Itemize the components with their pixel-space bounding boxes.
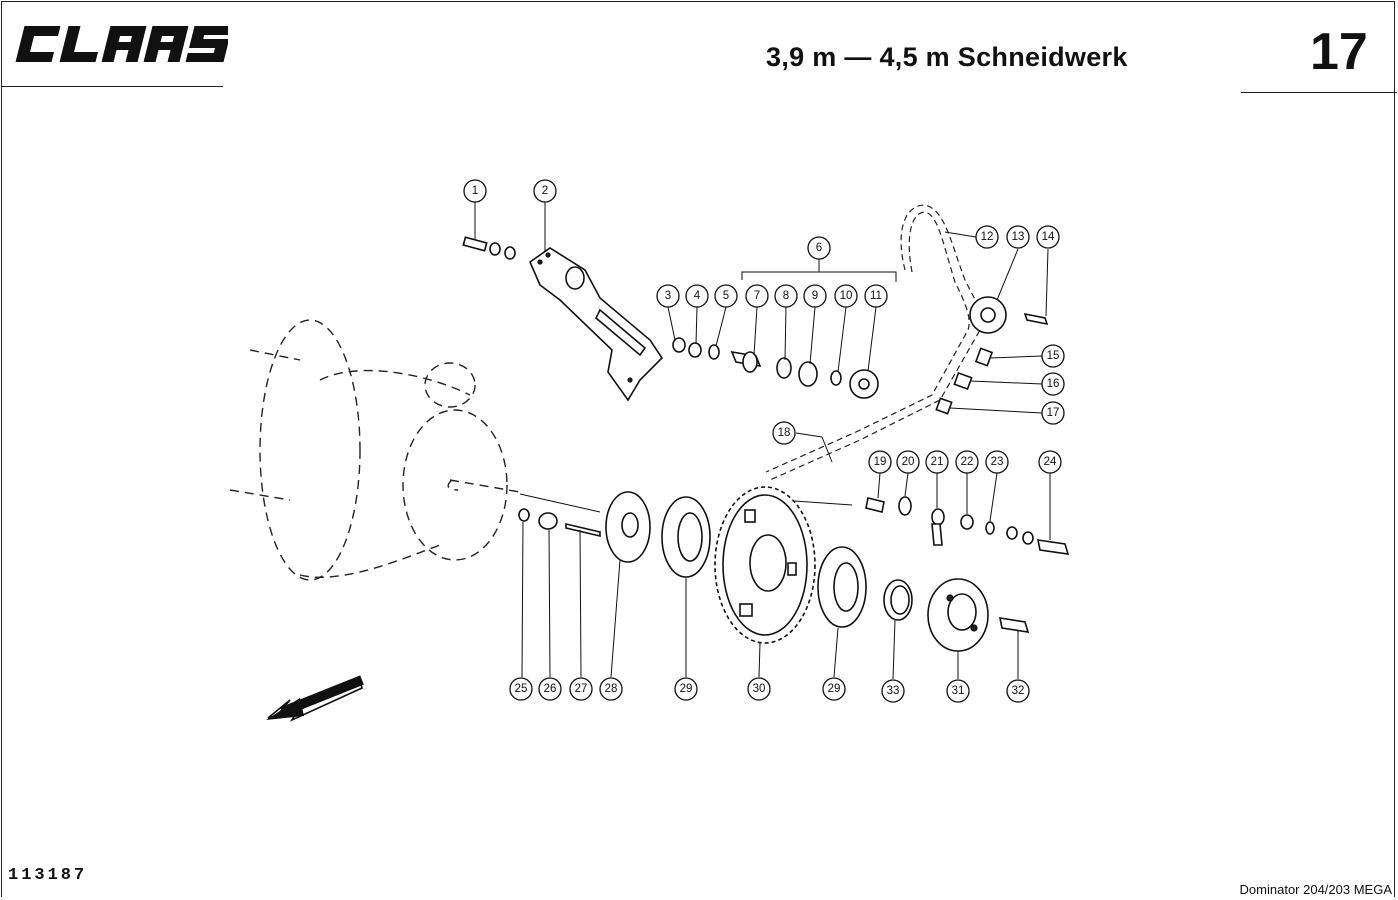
leader-lines: [474, 202, 1051, 680]
callout-label: 4: [694, 290, 701, 302]
callout-label: 25: [515, 683, 528, 695]
callout-label: 16: [1047, 378, 1060, 390]
callout-7: 7: [745, 284, 769, 308]
callout-19: 19: [868, 450, 892, 474]
callout-label: 21: [931, 456, 944, 468]
header-rule-left: [1, 86, 223, 87]
callout-33: 33: [881, 679, 905, 703]
callout-label: 10: [840, 290, 853, 302]
claas-logo: [15, 26, 228, 62]
callout-label: 19: [874, 456, 887, 468]
callout-24: 24: [1038, 450, 1062, 474]
callout-label: 24: [1044, 456, 1057, 468]
callout-5: 5: [714, 284, 738, 308]
callout-label: 13: [1012, 231, 1025, 243]
callout-label: 29: [828, 683, 841, 695]
callout-18: 18: [772, 421, 796, 445]
callout-1: 1: [463, 179, 487, 203]
callout-11: 11: [864, 284, 888, 308]
callout-label: 1: [472, 185, 478, 197]
callout-label: 12: [981, 231, 994, 243]
callout-label: 32: [1012, 685, 1025, 697]
callout-label: 7: [754, 290, 760, 302]
callout-2: 2: [533, 179, 557, 203]
callout-14: 14: [1036, 225, 1060, 249]
callout-23: 23: [985, 450, 1009, 474]
callout-label: 5: [723, 290, 729, 302]
callout-8: 8: [774, 284, 798, 308]
part-sprocket-30: [714, 486, 816, 644]
header-rule-right: [1241, 92, 1397, 93]
callout-label: 20: [902, 456, 915, 468]
callout-label: 30: [753, 683, 766, 695]
group-bracket-6: [741, 271, 897, 282]
callout-label: 26: [544, 683, 557, 695]
callout-13: 13: [1006, 225, 1030, 249]
chain-assembly: [765, 204, 1049, 481]
callout-label: 22: [961, 456, 974, 468]
callout-22: 22: [955, 450, 979, 474]
callout-label: 6: [816, 242, 822, 254]
callout-label: 28: [605, 683, 618, 695]
callout-label: 3: [665, 290, 671, 302]
parts-7-11: [730, 350, 879, 399]
part-friction-disc-29: [661, 496, 711, 578]
callout-12: 12: [975, 225, 999, 249]
callout-25: 25: [509, 677, 533, 701]
callout-30: 30: [747, 677, 771, 701]
callout-29: 29: [674, 677, 698, 701]
callout-26: 26: [538, 677, 562, 701]
callout-label: 23: [991, 456, 1004, 468]
callout-20: 20: [896, 450, 920, 474]
callout-label: 27: [575, 683, 588, 695]
part-ring-33: [883, 579, 913, 621]
callout-28: 28: [599, 677, 623, 701]
direction-arrow-icon: [266, 675, 364, 722]
callout-6: 6: [807, 236, 831, 260]
callout-label: 29: [680, 683, 693, 695]
callout-4: 4: [685, 284, 709, 308]
callout-label: 15: [1047, 350, 1060, 362]
drawing-number: 113187: [8, 866, 88, 885]
callout-label: 11: [870, 290, 882, 302]
callout-15: 15: [1041, 344, 1065, 368]
page-title: 3,9 m — 4,5 m Schneidwerk: [766, 42, 1128, 72]
callout-29b: 29: [822, 677, 846, 701]
callout-label: 17: [1047, 407, 1060, 419]
part-bracket-2: [529, 247, 664, 402]
parts-25-28: [518, 491, 651, 563]
part-hub-31: [927, 578, 989, 652]
callout-label: 8: [783, 290, 789, 302]
callout-label: 2: [542, 185, 548, 197]
callout-9: 9: [803, 284, 827, 308]
callout-21: 21: [925, 450, 949, 474]
page-number: 17: [1310, 23, 1368, 81]
callout-label: 31: [952, 685, 965, 697]
callout-label: 18: [778, 427, 791, 439]
model-label: Dominator 204/203 MEGA: [1239, 882, 1392, 897]
callout-label: 14: [1042, 231, 1055, 243]
callout-label: 9: [812, 290, 818, 302]
callout-3: 3: [656, 284, 680, 308]
part-bolt-1: [462, 236, 516, 260]
callout-16: 16: [1041, 372, 1065, 396]
callout-10: 10: [834, 284, 858, 308]
callout-32: 32: [1006, 679, 1030, 703]
ghost-housing: [229, 319, 521, 581]
callout-27: 27: [569, 677, 593, 701]
part-bolt-32: [998, 617, 1030, 633]
part-friction-disc-29b: [817, 546, 867, 628]
callout-31: 31: [946, 679, 970, 703]
parts-3-5: [672, 337, 720, 360]
callout-label: 33: [887, 685, 900, 697]
parts-19-24: [779, 496, 1070, 555]
callout-17: 17: [1041, 401, 1065, 425]
